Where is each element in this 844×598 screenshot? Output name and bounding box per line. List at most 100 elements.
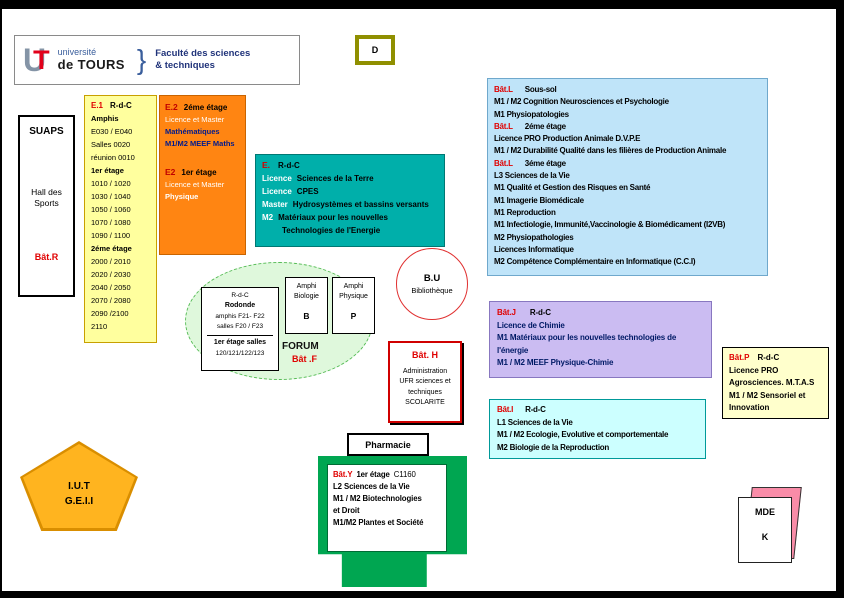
batj-line: Licence de Chimie — [497, 320, 565, 330]
e1-line: 2éme étage — [91, 244, 132, 253]
batl-line: Licence PRO Production Animale D.V.P.E — [494, 134, 641, 144]
suaps-hall-line2: Sports — [34, 198, 59, 209]
suaps-hall-line1: Hall des — [31, 187, 62, 197]
e2-code-bottom: E2 — [165, 167, 176, 177]
batl-line: L3 Sciences de la Vie — [494, 171, 570, 181]
amphi-bio-line1: Amphi — [296, 283, 317, 290]
batl-header: Bât.L Sous-sol — [494, 84, 767, 96]
forum-card-line: 120/121/122/123 — [215, 349, 265, 357]
batj-floor: R-d-C — [529, 308, 551, 317]
bati-floor: R-d-C — [525, 405, 546, 414]
batl-line: M1 Imagerie Biomédicale — [494, 195, 584, 205]
faculty-line2: & techniques — [155, 60, 215, 71]
iut-label: I.U.T — [68, 481, 90, 492]
e-line-key: Licence — [262, 174, 292, 183]
e-line-key: M2 — [262, 213, 274, 222]
forum-label: FORUM — [282, 341, 319, 352]
batl-floor: Sous-sol — [524, 85, 557, 94]
e-line-text: Matériaux pour les nouvelles — [278, 213, 388, 222]
e-header: E. R-d-C — [262, 159, 444, 172]
e-line: Licence Sciences de la Terre — [262, 172, 444, 185]
suaps-hall-des-sports: Hall des Sports — [20, 187, 73, 210]
batp-line: M1 / M2 Sensoriel et — [729, 390, 806, 400]
batl-code: Bât.L — [494, 85, 513, 94]
forum-card-line: R-d-C — [231, 292, 249, 299]
e1-floor: R-d-C — [110, 101, 132, 110]
amphi-bio-line2: Biologie — [294, 292, 319, 300]
batl-code: Bât.L — [494, 121, 513, 131]
mde-k-label: K — [761, 532, 769, 542]
batp-floor: R-d-C — [757, 353, 780, 362]
amphi-physique: Amphi Physique P — [332, 277, 375, 334]
logo-letter-t: T — [33, 44, 50, 75]
batp-line: Agrosciences. M.T.A.S — [729, 378, 815, 387]
e1-line: 1050 / 1060 — [91, 205, 131, 214]
building-iut: I.U.T G.E.I.I — [20, 441, 138, 531]
building-suaps: SUAPS Hall des Sports Bât.R — [18, 115, 75, 297]
logo-de-tours-text: de TOURS — [57, 56, 125, 72]
e2-floor-bottom: 1er étage — [181, 168, 217, 177]
logo-name: université de TOURS — [57, 47, 125, 72]
baty-line: M1 / M2 Biotechnologies — [333, 494, 422, 503]
bu-title: B.U — [423, 273, 441, 284]
faculty-name: Faculté des sciences & techniques — [155, 48, 250, 73]
baty-code: Bât.Y — [333, 470, 353, 479]
building-r-label: Bât.R — [34, 251, 59, 262]
e-code: E. — [262, 160, 271, 170]
pharmacie-label: Pharmacie — [365, 439, 411, 450]
building-mde: MDE K — [738, 497, 792, 563]
batl-line: Licences Informatique — [494, 244, 574, 254]
faculty-line1: Faculté des sciences — [155, 47, 251, 59]
building-bath: Bât. H Administration UFR sciences et te… — [388, 341, 462, 423]
e-line: M2 Matériaux pour les nouvelles — [262, 211, 444, 224]
bath-line: UFR sciences et — [399, 378, 451, 385]
baty-line: L2 Sciences de la Vie — [333, 482, 410, 491]
e1-line: 1010 / 1020 — [91, 179, 131, 188]
building-e: E. R-d-C Licence Sciences de la Terre Lice… — [255, 154, 445, 247]
batj-code: Bât.J — [497, 308, 516, 317]
e1-line: réunion 0010 — [91, 153, 135, 162]
bati-code: Bât.I — [497, 405, 514, 414]
batp-line: Innovation — [729, 403, 770, 412]
divider — [207, 335, 273, 337]
university-logo: U T université de TOURS } Faculté des sc… — [14, 35, 300, 85]
e1-line: E030 / E040 — [91, 127, 133, 136]
forum-room-card: R-d-C Rodonde amphis F21- F22 salles F20… — [201, 287, 279, 371]
batl-floor: 3éme étage — [524, 158, 566, 168]
building-pharmacie: Pharmacie — [347, 433, 429, 456]
mde-label: MDE — [755, 507, 775, 517]
iut-geii-label: G.E.I.I — [64, 496, 94, 507]
batl-line: M1 Infectiologie, Immunité,Vaccinologie … — [494, 220, 726, 230]
forum-card-line: 1er étage salles — [213, 339, 267, 347]
e1-line: 2110 — [91, 322, 108, 331]
bati-header: Bât.I R-d-C — [497, 404, 705, 417]
baty-floor: 1er étage — [356, 470, 390, 479]
bati-line: L1 Sciences de la Vie — [497, 417, 573, 427]
batl-floor: 2éme étage — [524, 121, 566, 131]
building-d: D — [355, 35, 395, 65]
e-line: Technologies de l'Energie — [262, 224, 444, 237]
batl-line: M1 Qualité et Gestion des Risques en San… — [494, 183, 651, 193]
batl-code: Bât.L — [494, 158, 513, 168]
bath-line: Administration — [402, 367, 448, 375]
e1-line: 1030 / 1040 — [91, 192, 131, 201]
bath-line: techniques — [408, 388, 442, 396]
baty-line: M1/M2 Plantes et Société — [333, 518, 424, 527]
e1-line: 1090 / 1100 — [91, 231, 131, 240]
batj-header: Bât.J R-d-C — [497, 307, 711, 320]
e-floor: R-d-C — [278, 161, 300, 170]
e-line-text: Sciences de la Terre — [296, 174, 374, 183]
batl-line: M1 / M2 Cognition Neurosciences et Psych… — [494, 97, 669, 107]
bath-code: Bât. H — [411, 350, 438, 360]
logo-letter-u: U — [23, 42, 47, 78]
